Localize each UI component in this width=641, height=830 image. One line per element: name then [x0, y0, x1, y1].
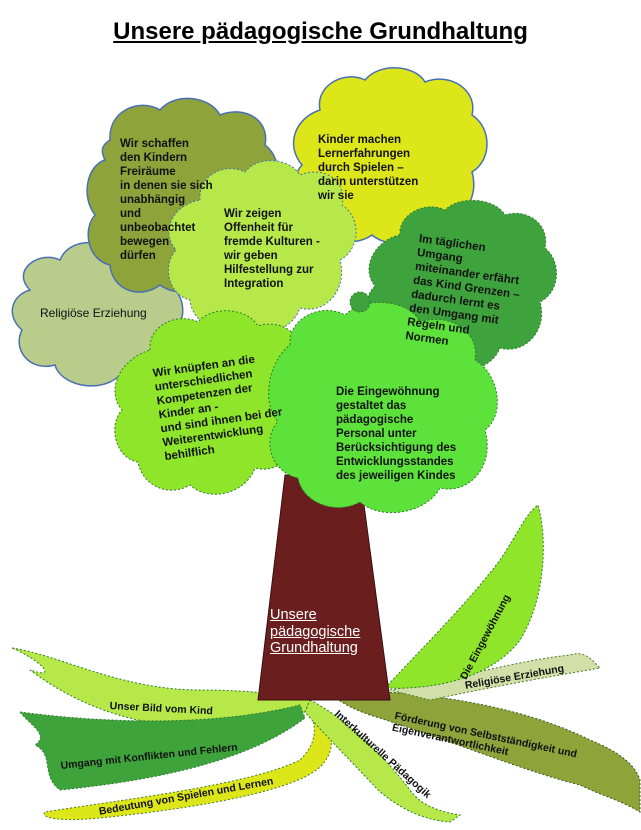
cloud-connector — [349, 291, 371, 313]
root-spielen-lernen — [43, 711, 332, 821]
cloud-eingewoehnung — [268, 301, 498, 514]
root-interkulturell — [304, 699, 462, 823]
root-konflikte — [18, 704, 306, 791]
root-bild-vom-kind — [11, 647, 311, 727]
root-selbststaendigkeit — [329, 689, 641, 813]
text-religioes: Religiöse Erziehung — [40, 306, 147, 320]
cloud-kulturen — [168, 160, 357, 334]
trunk-label: Unsere pädagogische Grundhaltung — [270, 607, 361, 657]
text-grenzen: Im täglichen Umgang miteinander erfährt … — [404, 232, 521, 349]
root-eingewoehnung — [383, 504, 544, 689]
text-freiraeume: Wir schaffen den Kindern Freiräume in de… — [120, 138, 213, 263]
page-title: Unsere pädagogische Grundhaltung — [113, 18, 528, 45]
text-kulturen: Wir zeigen Offenheit für fremde Kulturen… — [224, 208, 320, 291]
text-eingewoehnung: Die Eingewöhnung gestaltet das pädagogis… — [336, 386, 457, 483]
text-spielen: Kinder machen Lernerfahrungen durch Spie… — [318, 134, 419, 203]
text-kompetenzen: Wir knüpfen an die unterschiedlichen Kom… — [152, 353, 284, 464]
